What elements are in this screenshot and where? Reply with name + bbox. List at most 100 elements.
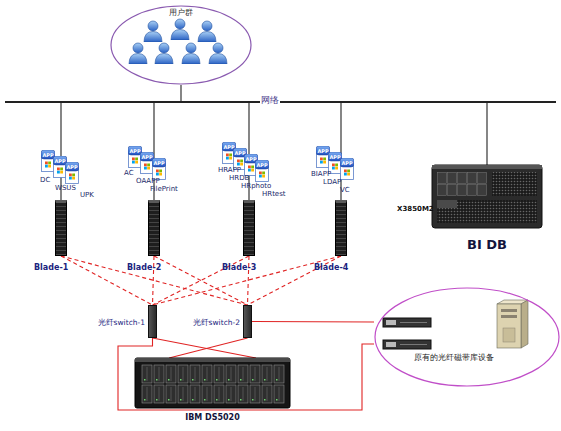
server-chassis (432, 165, 542, 228)
tape-library-slot (501, 309, 517, 312)
app-name: HRtest (262, 190, 286, 198)
node-label: 光纤switch-1 (98, 318, 145, 327)
node-label: IBM DS5020 (135, 413, 290, 423)
app-icon (255, 160, 269, 182)
fibre-link-dashed (61, 256, 248, 305)
bi-db-server: X3850M2BI DB (432, 165, 542, 228)
tape-drive-detail (400, 344, 427, 345)
app-name: HRAPP (218, 166, 241, 174)
bi-db-server-art (432, 165, 542, 228)
app-name: AC (124, 169, 134, 177)
app-icon (340, 158, 354, 180)
tape-library-side (521, 300, 528, 348)
person-icon (198, 21, 216, 42)
person-icon (209, 43, 227, 64)
network-link (486, 103, 487, 165)
app-icon-label: APP (128, 148, 142, 154)
server-bezel (432, 165, 542, 169)
server-grille (437, 200, 537, 223)
node-label: Blade-2 (127, 263, 161, 273)
server-grille (492, 172, 537, 196)
app-icon-label: APP (316, 148, 330, 154)
tape-drive (383, 340, 431, 349)
fibre-switch: 光纤switch-2 (243, 305, 252, 338)
app-name: UPK (80, 191, 94, 199)
person-icon (144, 21, 162, 42)
app-icons (41, 142, 354, 184)
person-icon (129, 43, 147, 64)
node-label: 光纤switch-2 (193, 318, 240, 327)
app-icon (128, 146, 142, 168)
person-icon (155, 43, 173, 64)
app-name: OAAPP (136, 177, 160, 185)
person-icon (182, 43, 200, 64)
ellipse-outline (374, 287, 560, 387)
ellipse-outline (375, 288, 559, 386)
app-icon-label: APP (53, 158, 67, 164)
app-name: WSUS (55, 184, 76, 192)
app-icon (140, 152, 154, 174)
node-label: 用户群 (110, 8, 252, 18)
network-link (180, 85, 181, 101)
tape-library-door (503, 328, 515, 342)
node-label: Blade-1 (34, 263, 68, 273)
app-name: VC (340, 186, 350, 194)
tape-drive-detail (400, 322, 427, 323)
app-name: HRDB (229, 174, 249, 182)
app-icon-label: APP (328, 154, 342, 160)
array-bezel (135, 358, 290, 362)
storage-array-art (135, 358, 290, 408)
fibre-link (118, 338, 374, 410)
node-label: 网络 (260, 95, 280, 106)
app-icon-label: APP (233, 150, 247, 156)
ellipse-outline (111, 6, 251, 84)
app-icon-label: APP (255, 162, 269, 168)
app-name: DC (40, 176, 50, 184)
blade-server: Blade-3 (243, 200, 255, 256)
app-icon (316, 146, 330, 168)
tape-library-group: 原有的光纤磁带库设备 (374, 287, 560, 387)
storage-array: IBM DS5020 (135, 358, 290, 408)
app-name: FilePrint (150, 185, 178, 193)
fibre-switch: 光纤switch-1 (148, 305, 157, 338)
fibre-link-dashed (153, 256, 342, 305)
tape-drive-slot (386, 320, 396, 325)
tape-library-slot (501, 315, 517, 318)
user-group-ellipse: 用户群 (110, 5, 252, 85)
app-icon-label: APP (140, 154, 154, 160)
app-icon (41, 150, 55, 172)
user-icons (129, 19, 227, 64)
node-label: BI DB (432, 237, 542, 253)
app-icon-label: APP (65, 164, 79, 170)
array-drive-bays (141, 364, 285, 404)
app-icon-label: APP (340, 160, 354, 166)
server-panel (437, 200, 457, 208)
app-icon-label: APP (222, 144, 236, 150)
app-icon (53, 156, 67, 178)
node-label: 原有的光纤磁带库设备 (414, 353, 494, 362)
server-drive-bays (437, 172, 487, 196)
node-label: Blade-3 (222, 263, 256, 273)
app-icon-label: APP (41, 152, 55, 158)
app-icon-label: APP (244, 156, 258, 162)
fibre-link (153, 338, 256, 358)
tape-drive (383, 318, 431, 327)
blade-server: Blade-2 (148, 200, 160, 256)
node-label: Blade-4 (314, 263, 348, 273)
fibre-link (252, 321, 374, 323)
app-name: HRphoto (241, 182, 271, 190)
fibre-link (169, 338, 247, 358)
app-icon (152, 158, 166, 180)
tape-library-front (497, 304, 521, 348)
app-name: LDAP (323, 178, 341, 186)
app-icon (65, 162, 79, 184)
array-chassis (135, 358, 290, 408)
network-bus: 网络 (5, 101, 556, 103)
app-icon-label: APP (152, 160, 166, 166)
app-name: BIAPP (311, 170, 331, 178)
tape-drive-slot (386, 342, 396, 347)
